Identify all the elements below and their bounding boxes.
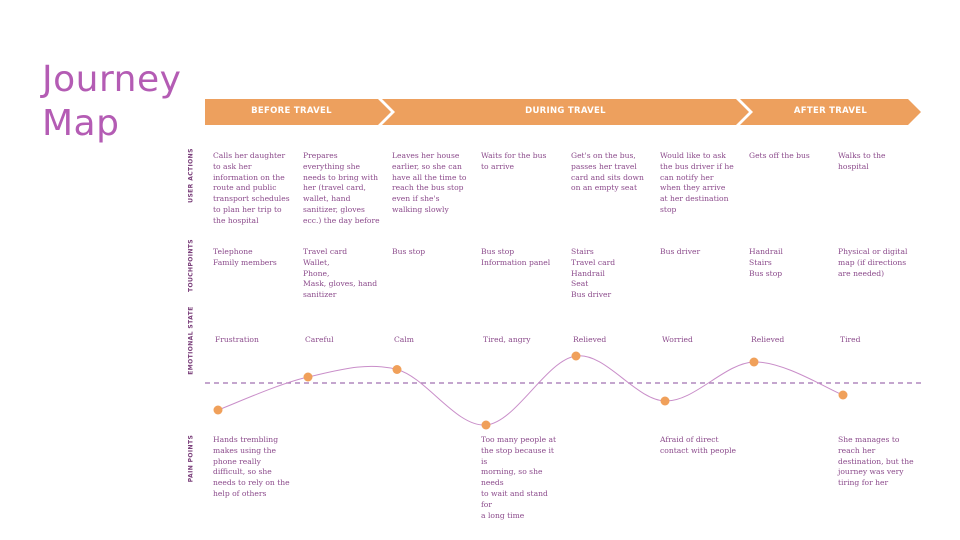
- phase-arrow-during: [382, 99, 749, 125]
- emotion-point-7: [749, 357, 759, 367]
- touchpoint-1: Telephone Family members: [213, 247, 277, 267]
- emotion-3: Calm: [394, 335, 414, 344]
- user-action-1: Calls her daughter to ask her informatio…: [213, 151, 290, 225]
- phase-after-travel: AFTER TRAVEL: [793, 106, 868, 116]
- touchpoint-6: Bus driver: [660, 247, 701, 256]
- page-title: Journey Map: [42, 58, 181, 146]
- phase-arrow-before: [205, 99, 391, 125]
- emotion-point-1: [213, 405, 223, 415]
- title-line-2: Map: [42, 103, 120, 144]
- user-action-4: Waits for the bus to arrive: [481, 151, 547, 171]
- phase-arrow-after: [740, 99, 921, 125]
- emotion-2: Careful: [305, 335, 334, 344]
- title-line-1: Journey: [42, 59, 182, 100]
- emotion-point-3: [392, 365, 402, 374]
- touchpoint-5: Stairs Travel card Handrail Seat Bus dri…: [571, 247, 616, 300]
- user-action-2: Prepares everything she needs to bring w…: [303, 151, 380, 225]
- emotion-8: Tired: [840, 335, 861, 344]
- touchpoint-8: Physical or digital map (if directions a…: [838, 247, 908, 278]
- touchpoint-2: Travel card Wallet, Phone, Mask, gloves,…: [303, 247, 378, 300]
- emotion-1: Frustration: [215, 335, 259, 344]
- emotion-point-8: [838, 390, 848, 400]
- emotion-point-5: [571, 351, 581, 361]
- user-action-8: Walks to the hospital: [838, 151, 886, 171]
- phase-before-travel: BEFORE TRAVEL: [251, 106, 332, 116]
- touchpoint-3: Bus stop: [392, 247, 426, 256]
- touchpoint-7: Handrail Stairs Bus stop: [749, 247, 783, 278]
- user-action-6: Would like to ask the bus driver if he c…: [660, 151, 734, 214]
- emotion-curve-line: [217, 355, 844, 426]
- touchpoint-4: Bus stop Information panel: [481, 247, 551, 267]
- user-action-7: Gets off the bus: [749, 151, 810, 160]
- emotion-7: Relieved: [751, 335, 785, 344]
- pain-point-8: She manages to reach her destination, bu…: [838, 435, 914, 488]
- pain-point-1: Hands trembling makes using the phone re…: [213, 435, 290, 498]
- emotion-point-6: [660, 396, 670, 406]
- emotion-5: Relieved: [573, 335, 607, 344]
- user-action-3: Leaves her house earlier, so she can hav…: [392, 151, 467, 214]
- emotion-4: Tired, angry: [483, 335, 531, 344]
- pain-point-4: Too many people at the stop because it i…: [481, 435, 557, 520]
- phase-during-travel: DURING TRAVEL: [525, 106, 606, 116]
- emotion-point-4: [481, 420, 491, 430]
- pain-point-6: Afraid of direct contact with people: [660, 435, 737, 455]
- emotion-point-2: [303, 372, 313, 382]
- emotion-6: Worried: [662, 335, 693, 344]
- user-action-5: Get's on the bus, passes her travel card…: [571, 151, 644, 193]
